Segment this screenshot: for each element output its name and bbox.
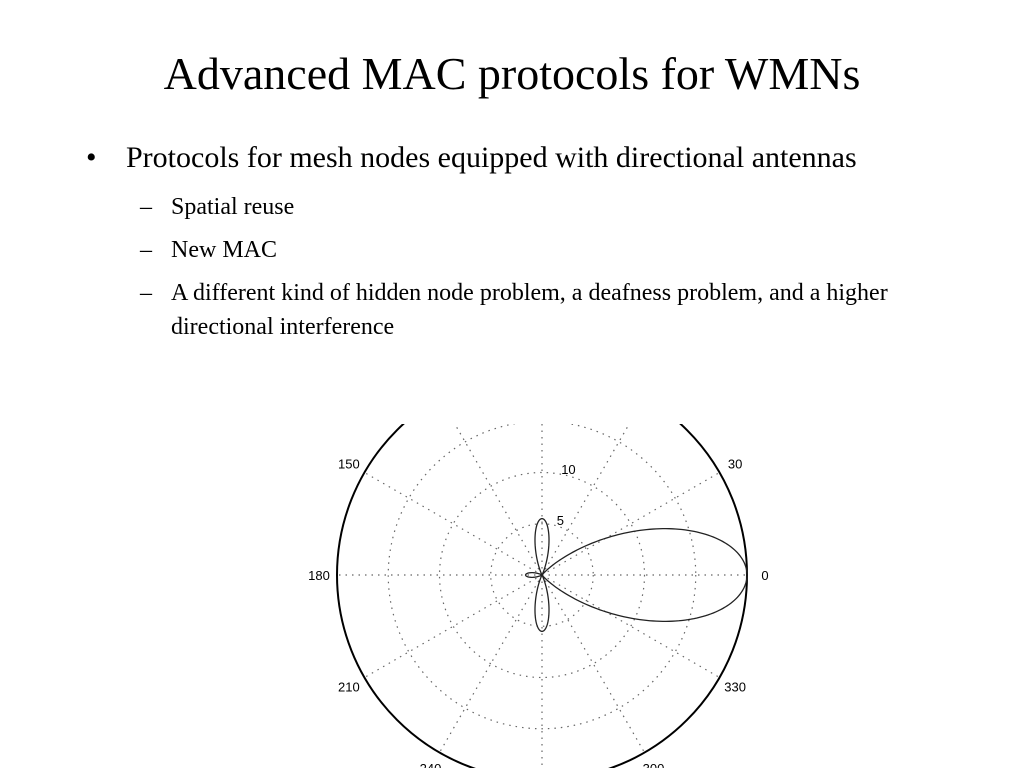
polar-grid-circle (387, 424, 697, 730)
polar-spoke (364, 471, 543, 576)
antenna-pattern-curve (524, 517, 748, 633)
bullet-main: • Protocols for mesh nodes equipped with… (86, 138, 986, 178)
sub-bullet: – New MAC (86, 233, 986, 267)
polar-spoke (541, 471, 720, 576)
polar-spoke (454, 424, 543, 576)
sub-bullet-marker: – (140, 194, 152, 220)
sub-bullet-marker: – (140, 280, 152, 306)
sub-bullet-text: New MAC (171, 237, 277, 263)
polar-spoke (364, 574, 543, 679)
bullet-main-text: Protocols for mesh nodes equipped with d… (126, 141, 857, 174)
radial-tick-label: 5 (557, 513, 564, 528)
angle-tick-label: 210 (338, 680, 360, 695)
sub-bullet-text: A different kind of hidden node problem,… (171, 280, 888, 340)
polar-spoke (541, 574, 720, 679)
slide-title: Advanced MAC protocols for WMNs (163, 48, 861, 99)
sub-bullet-marker: – (140, 237, 152, 263)
sub-bullet: – A different kind of hidden node proble… (86, 276, 986, 344)
angle-tick-label: 330 (724, 680, 746, 695)
sub-bullet-text: Spatial reuse (171, 194, 295, 220)
angle-tick-label: 30 (728, 457, 742, 472)
sub-bullet-list: – Spatial reuse – New MAC – A different … (86, 190, 986, 344)
bullet-list: • Protocols for mesh nodes equipped with… (86, 138, 986, 353)
radial-tick-label: 10 (561, 462, 575, 477)
angle-tick-label: 0 (761, 568, 768, 583)
angle-tick-label: 150 (338, 457, 360, 472)
sub-bullet: – Spatial reuse (86, 190, 986, 224)
polar-grid-circle (438, 471, 646, 679)
angle-tick-label: 300 (643, 761, 665, 768)
angle-tick-label: 180 (308, 568, 330, 583)
polar-spoke (541, 424, 630, 576)
radial-tick-label: 15 (566, 424, 580, 426)
bullet-marker: • (86, 141, 97, 174)
polar-spoke (541, 574, 646, 753)
antenna-polar-plot: 03015018021024027030033051015 (308, 424, 769, 768)
polar-grid-circle (490, 523, 594, 627)
angle-tick-label: 240 (420, 761, 442, 768)
polar-spoke (438, 574, 543, 753)
